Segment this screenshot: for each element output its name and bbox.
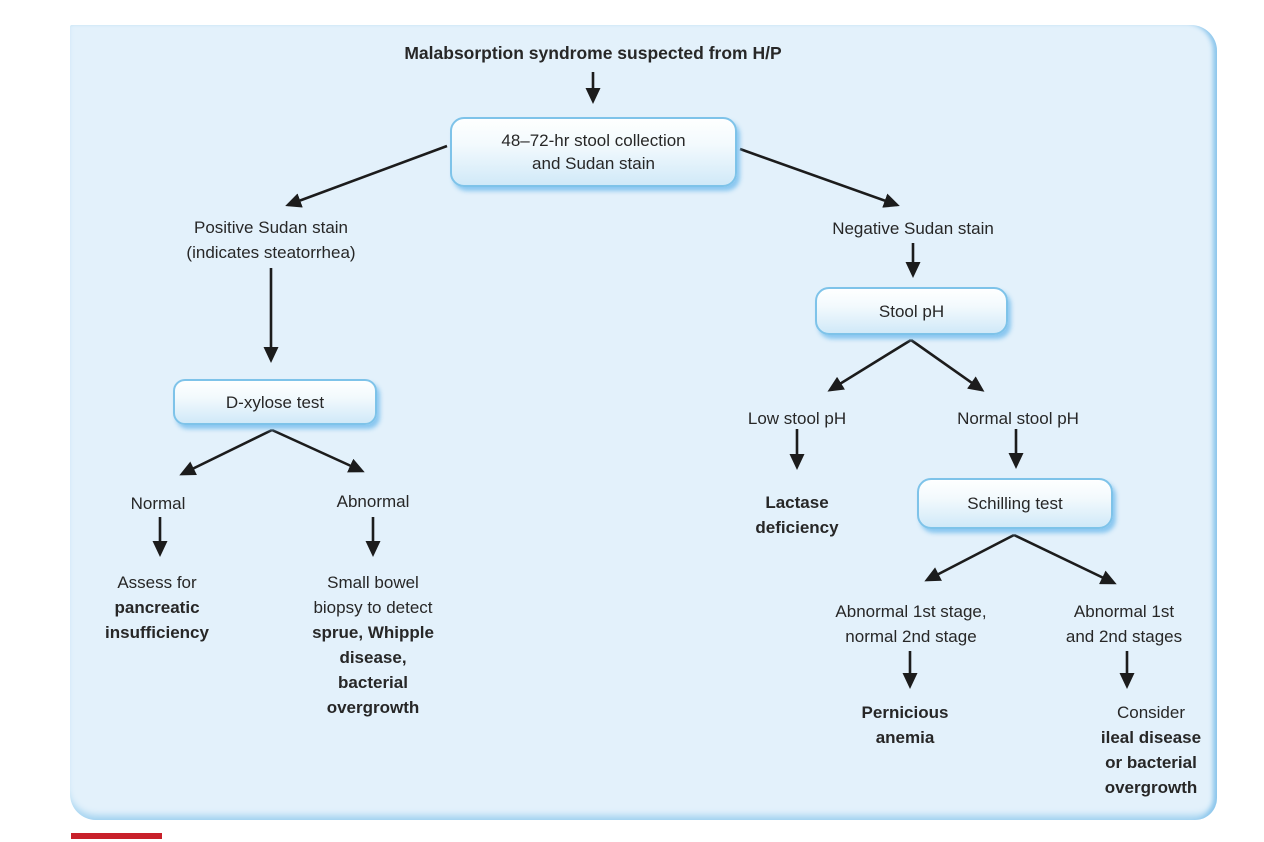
text-line: Assess for bbox=[117, 573, 197, 592]
text-line: Abnormal 1st bbox=[1073, 602, 1175, 621]
node-box-schilling-test: Schilling test bbox=[917, 478, 1113, 529]
node-box-stool-collection: 48–72-hr stool collection and Sudan stai… bbox=[450, 117, 737, 187]
text-line: overgrowth bbox=[326, 698, 420, 717]
text-line: Positive Sudan stain bbox=[193, 218, 349, 237]
text-line: normal 2nd stage bbox=[845, 627, 977, 646]
outcome-ileal-disease: Consider ileal disease or bacterial over… bbox=[1101, 700, 1201, 800]
text-line: (indicates steatorrhea) bbox=[186, 243, 356, 262]
outcome-pancreatic-insufficiency: Assess for pancreatic insufficiency bbox=[105, 570, 209, 645]
text-line: Abnormal 1st stage, bbox=[835, 602, 987, 621]
text-line: Pernicious bbox=[861, 703, 949, 722]
text-line: Stool pH bbox=[878, 301, 945, 321]
outcome-pernicious-anemia: Pernicious anemia bbox=[862, 700, 949, 750]
red-marker-bar bbox=[71, 833, 162, 839]
label-abnormal-both-stages: Abnormal 1st and 2nd stages bbox=[1066, 599, 1182, 649]
text-line: deficiency bbox=[755, 518, 839, 537]
label-normal-stool-ph: Normal stool pH bbox=[957, 409, 1079, 428]
text-line: and 2nd stages bbox=[1065, 627, 1183, 646]
text-line: Consider bbox=[1116, 703, 1186, 722]
text-line: Small bowel bbox=[327, 573, 419, 592]
text-line: Lactase bbox=[765, 493, 829, 512]
text-line: ileal disease bbox=[1100, 728, 1202, 747]
node-box-dxylose-test: D-xylose test bbox=[173, 379, 377, 425]
label-abnormal: Abnormal bbox=[336, 492, 410, 511]
text-line: sprue, Whipple bbox=[312, 623, 434, 642]
page-title: Malabsorption syndrome suspected from H/… bbox=[404, 43, 782, 63]
text-line: disease, bbox=[339, 648, 407, 667]
label-negative-sudan: Negative Sudan stain bbox=[832, 219, 994, 238]
text-line: pancreatic bbox=[114, 598, 200, 617]
text-line: and Sudan stain bbox=[532, 154, 655, 173]
label-abnormal-first-stage: Abnormal 1st stage, normal 2nd stage bbox=[835, 599, 986, 649]
outcome-small-bowel-biopsy: Small bowel biopsy to detect sprue, Whip… bbox=[312, 570, 434, 720]
text-line: insufficiency bbox=[105, 623, 209, 642]
node-box-stool-ph: Stool pH bbox=[815, 287, 1008, 335]
text-line: Schilling test bbox=[967, 494, 1063, 513]
label-positive-sudan: Positive Sudan stain (indicates steatorr… bbox=[186, 215, 355, 265]
label-normal: Normal bbox=[130, 494, 186, 513]
text-line: 48–72-hr stool collection bbox=[501, 131, 686, 150]
text-line: anemia bbox=[875, 728, 935, 747]
text-line: D-xylose test bbox=[225, 392, 325, 412]
text-line: overgrowth bbox=[1104, 778, 1198, 797]
text-line: bacterial bbox=[338, 673, 408, 692]
outcome-lactase-deficiency: Lactase deficiency bbox=[755, 490, 838, 540]
label-low-stool-ph: Low stool pH bbox=[747, 409, 847, 428]
text-line: biopsy to detect bbox=[313, 598, 433, 617]
text-line: or bacterial bbox=[1105, 753, 1197, 772]
